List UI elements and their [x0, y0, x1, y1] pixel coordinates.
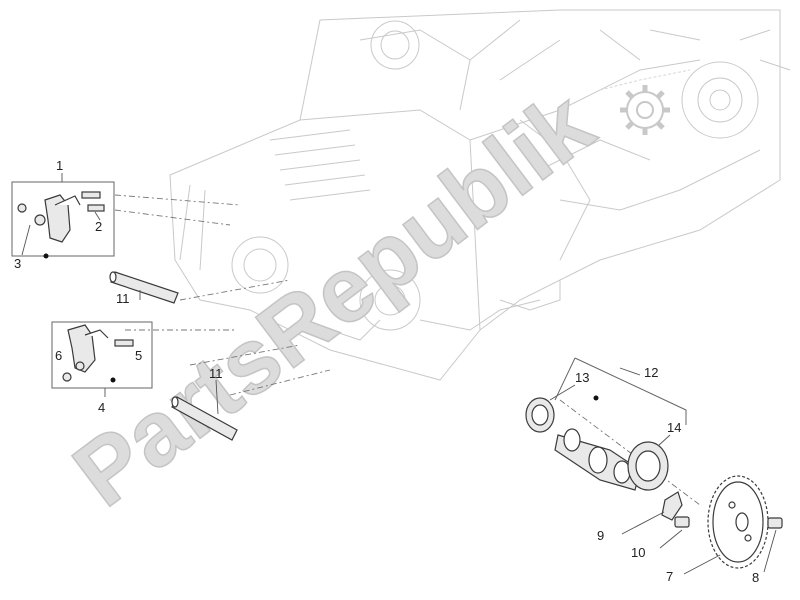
washer-part [34, 214, 46, 226]
adjuster-screw-part [114, 339, 134, 347]
bolt-part [659, 516, 690, 549]
callout-11-lower: 11 [209, 366, 223, 381]
bearing-part [525, 384, 576, 433]
adjuster-screw-part [81, 191, 101, 199]
camshaft-group [525, 357, 687, 491]
rocker-arm-part [67, 324, 96, 373]
pin-part [87, 204, 105, 212]
sprocket-part [683, 475, 769, 575]
callout-2: 2 [95, 219, 102, 234]
dot-marker [593, 395, 599, 401]
sprocket-bolt-part [763, 517, 783, 573]
rocker-arm-upper-group [11, 173, 115, 259]
callout-10: 10 [631, 545, 645, 560]
rocker-shaft-upper [109, 271, 179, 304]
callout-6: 6 [55, 348, 62, 363]
group-box-1 [11, 181, 115, 257]
callout-9: 9 [597, 528, 604, 543]
callout-8: 8 [752, 570, 759, 585]
group-box-4 [51, 321, 153, 389]
rocker-arm-lower-group [51, 321, 153, 397]
dot-marker [110, 377, 116, 383]
retainer-plate-part [621, 491, 683, 535]
bearing-part [627, 434, 671, 491]
washer-part [75, 361, 85, 371]
dot-marker [43, 253, 49, 259]
callout-5: 5 [135, 348, 142, 363]
rocker-arm-part [44, 194, 71, 243]
gear-icon [620, 85, 670, 135]
callout-7: 7 [666, 569, 673, 584]
nut-part [17, 203, 27, 213]
callout-1: 1 [56, 158, 63, 173]
callout-4: 4 [98, 400, 105, 415]
callout-3: 3 [14, 256, 21, 271]
callout-14: 14 [667, 420, 681, 435]
assembly-guide-lines [114, 194, 701, 506]
crankcase-ghost-drawing [169, 9, 791, 381]
group-box-12 [554, 357, 687, 425]
callout-12: 12 [644, 365, 658, 380]
watermark-text: PartsRepublik [56, 72, 612, 526]
callout-11-upper: 11 [116, 291, 130, 306]
camshaft-part [554, 428, 641, 491]
callout-13: 13 [575, 370, 589, 385]
callout-labels: 1 2 3 4 5 6 7 8 9 10 11 11 12 13 14 [14, 158, 759, 585]
rocker-shaft-lower [171, 379, 238, 441]
nut-part [62, 372, 72, 382]
